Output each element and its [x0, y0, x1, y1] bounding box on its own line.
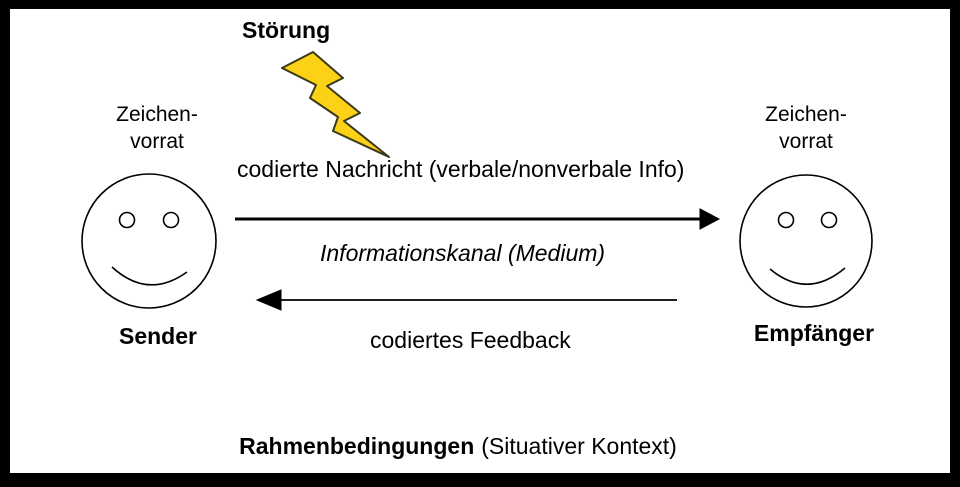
receiver-charset-line1: Zeichen- [765, 103, 847, 126]
receiver-label: Empfänger [753, 320, 875, 346]
receiver-face-icon [739, 174, 873, 308]
sender-label: Sender [119, 323, 197, 349]
receiver-charset-label: Zeichen- vorrat [726, 102, 886, 156]
context-label-regular: (Situativer Kontext) [481, 433, 677, 459]
receiver-charset-line2: vorrat [779, 129, 833, 153]
sender-charset-label: Zeichen- vorrat [77, 102, 237, 156]
feedback-arrow [255, 289, 677, 311]
sender-charset-line1: Zeichen- [116, 103, 198, 126]
context-label: Rahmenbedingungen(Situativer Kontext) [0, 433, 916, 460]
disturbance-label: Störung [242, 17, 331, 43]
coded-message-label: codierte Nachricht (verbale/nonverbale I… [237, 156, 685, 182]
coded-feedback-label: codiertes Feedback [370, 327, 571, 353]
lightning-bolt-icon [281, 51, 390, 158]
forward-arrow [235, 208, 721, 230]
channel-label: Informationskanal (Medium) [320, 240, 606, 266]
sender-charset-line2: vorrat [130, 129, 184, 153]
sender-face-icon [81, 173, 217, 309]
context-label-bold: Rahmenbedingungen [239, 433, 475, 459]
